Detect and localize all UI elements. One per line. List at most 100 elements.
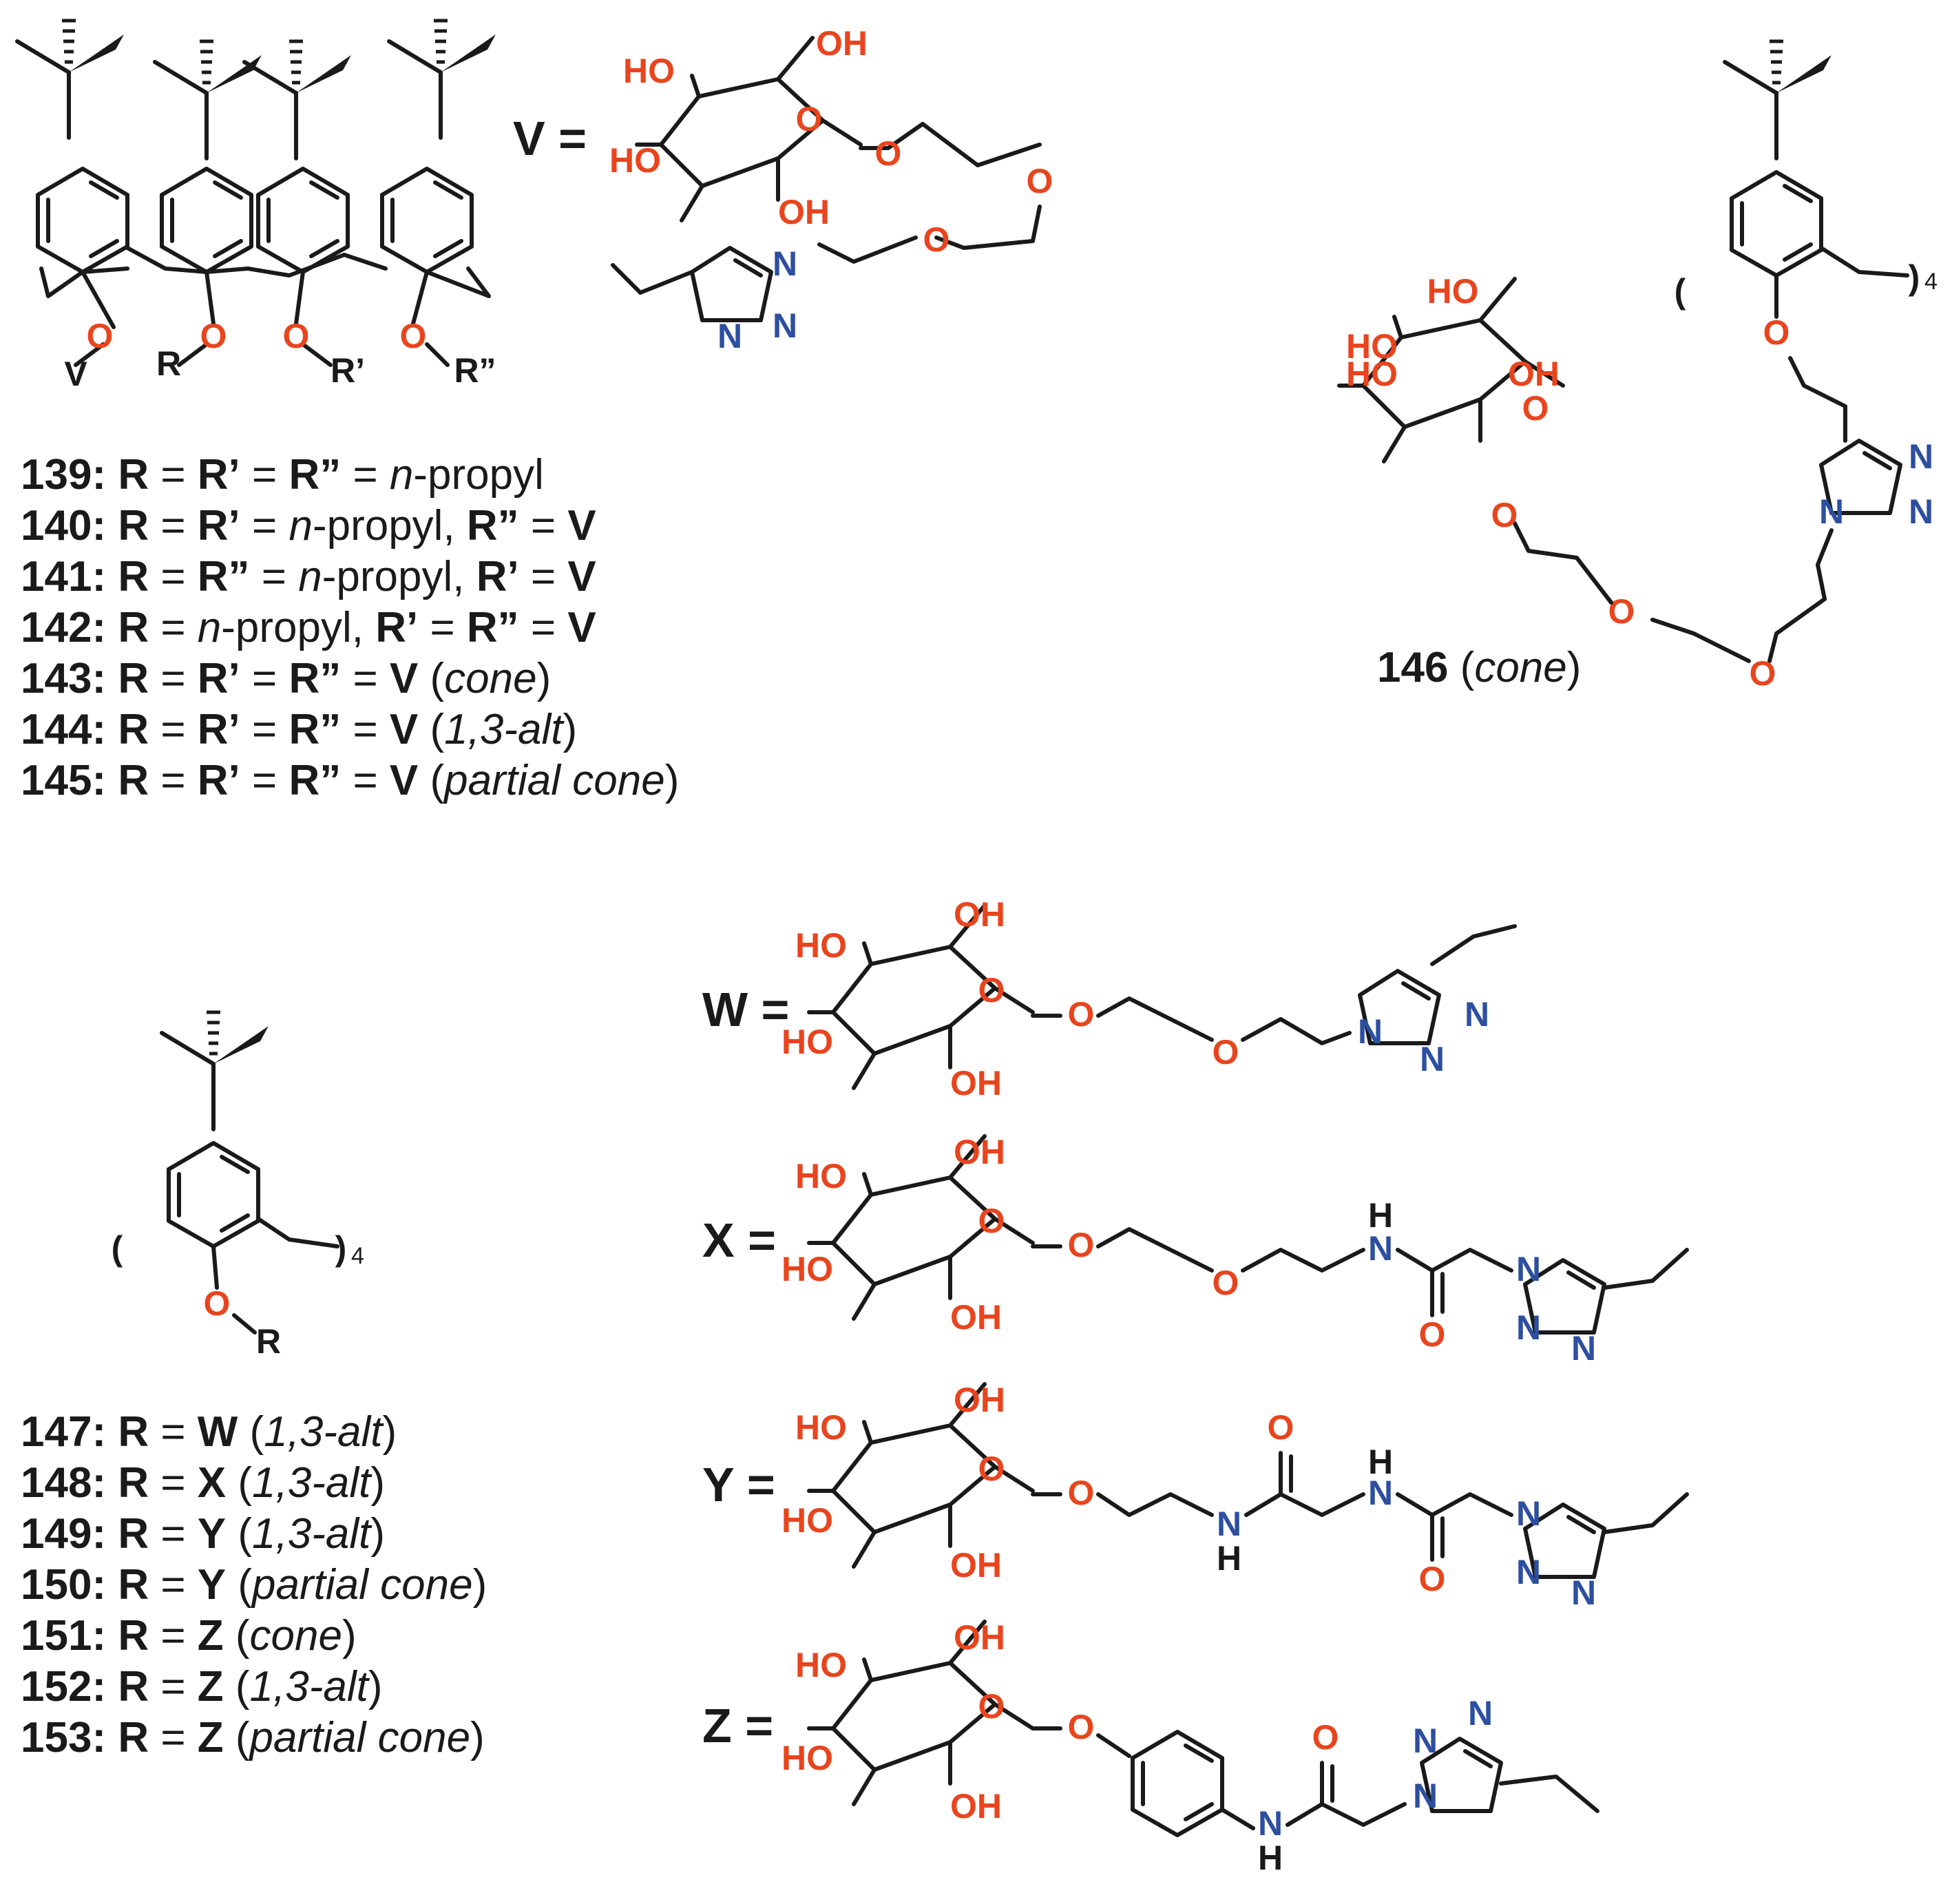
hydroxyl-group: HO [609, 141, 661, 180]
substituent-v: V [64, 355, 87, 393]
hydroxyl-group: OH [954, 1381, 1005, 1419]
hydroxyl-group: HO [781, 1739, 833, 1777]
linker-w-definition: W = HO OH HO OH O O O N N N [702, 895, 1517, 1102]
compound-number: 147: [21, 1408, 118, 1456]
amide-nitrogen: N [1368, 1229, 1393, 1268]
amide-hydrogen: H [1368, 1443, 1393, 1481]
compound-number: 140: [21, 502, 118, 550]
repeat-bracket: ( [112, 1229, 123, 1268]
triazole-nitrogen: N [1420, 1040, 1445, 1078]
ether-oxygen: O [1491, 496, 1518, 534]
substituent-symbol: V [390, 655, 418, 702]
hydroxyl-group: OH [950, 1787, 1002, 1825]
italic-term: partial cone [251, 1561, 473, 1609]
definition-text: = [240, 706, 289, 753]
definition-text: = [149, 757, 198, 804]
hydroxyl-group: HO [623, 52, 675, 90]
definition-text: = [149, 604, 198, 651]
ether-oxygen: O [1750, 654, 1776, 693]
linker-x-definition: X = HO OH HO OH O O O N H O N N N [702, 1133, 1689, 1368]
ring-oxygen: O [796, 100, 823, 138]
triazole-nitrogen: N [1468, 1694, 1493, 1733]
hydroxyl-group: HO [1346, 327, 1398, 366]
ether-oxygen: O [1213, 1033, 1239, 1071]
compound-number: 149: [21, 1510, 118, 1558]
definition-text: = [341, 655, 390, 702]
substituent-symbol: R [118, 502, 149, 550]
compound-number: 144: [21, 706, 118, 753]
definition-text: ) [537, 655, 552, 702]
substituent-symbol: R” [288, 757, 341, 804]
substituent-symbol: R [118, 1663, 149, 1711]
italic-term: cone [444, 655, 536, 702]
repeat-bracket: ) [1909, 258, 1920, 297]
compound-definition-line: 145: R = R’ = R” = V (partial cone) [21, 757, 679, 804]
triazole-nitrogen: N [1516, 1553, 1541, 1591]
italic-term: n [298, 553, 322, 600]
compound-definition-line: 151: R = Z (cone) [21, 1612, 357, 1660]
ether-oxygen: O [1027, 162, 1053, 200]
linker-v-definition: V = HO OH HO OH O O O O N N N [513, 24, 1053, 355]
compound-definition-line: 152: R = Z (1,3-alt) [21, 1663, 383, 1711]
italic-term: n [390, 451, 413, 499]
definition-text: = [250, 553, 299, 600]
substituent-symbol: R’ [198, 502, 240, 550]
definition-text: ( [418, 655, 444, 702]
substituent-symbol: R [118, 1714, 149, 1761]
compound-definition-line: 141: R = R” = n-propyl, R’ = V [21, 553, 596, 600]
substituent-symbol: R” [467, 604, 519, 651]
definition-text: ) [370, 1459, 385, 1507]
triazole-nitrogen: N [773, 306, 797, 345]
compound-definition-line: 153: R = Z (partial cone) [21, 1714, 485, 1761]
triazole-nitrogen: N [1819, 492, 1844, 531]
definition-text: ) [370, 1510, 385, 1558]
definition-text: = [341, 451, 390, 499]
triazole-nitrogen: N [1571, 1329, 1596, 1368]
compound-146-structure: ( ) 4 O N N N O O O HO HO HO OH O 146 (c… [1339, 41, 1938, 693]
linker-z-label: Z = [702, 1699, 773, 1753]
ring-oxygen: O [978, 1202, 1005, 1240]
substituent-r: R [156, 344, 181, 383]
carbonyl-oxygen: O [1419, 1560, 1446, 1598]
compound-definition-line: 150: R = Y (partial cone) [21, 1561, 487, 1609]
definition-text: ) [563, 706, 577, 753]
definition-text: -propyl, [221, 604, 375, 651]
compound-definition-line: 148: R = X (1,3-alt) [21, 1459, 385, 1507]
substituent-symbol: V [567, 604, 596, 651]
linker-z-definition: Z = HO OH HO OH O O N H O N N N [702, 1618, 1599, 1877]
ether-oxygen: O [204, 1284, 231, 1323]
triazole-nitrogen: N [1413, 1722, 1438, 1760]
definition-text: = [149, 553, 198, 600]
italic-term: partial cone [443, 757, 665, 804]
conformation: cone [1474, 644, 1566, 691]
compound-definition-line: 149: R = Y (1,3-alt) [21, 1510, 385, 1558]
oxygen-atom: O [200, 317, 227, 355]
definition-text: ) [383, 1408, 397, 1456]
amide-hydrogen: H [1258, 1839, 1283, 1877]
hydroxyl-group: OH [954, 1618, 1005, 1657]
compound-number: 150: [21, 1561, 118, 1609]
calixarene-bottom-structure: ( ) 4 O R [112, 1012, 364, 1361]
substituent-r-double-prime: R” [454, 351, 496, 390]
definition-text: -propyl [413, 451, 544, 499]
definition-text: = [240, 451, 289, 499]
amide-nitrogen: N [1258, 1804, 1283, 1843]
substituent-symbol: R [118, 1459, 149, 1507]
compound-definition-line: 144: R = R’ = R” = V (1,3-alt) [21, 706, 577, 753]
substituent-symbol: R’ [198, 757, 240, 804]
amide-hydrogen: H [1217, 1539, 1241, 1578]
linker-x-label: X = [702, 1213, 776, 1267]
definition-text: ) [342, 1612, 357, 1660]
substituent-symbol: R” [288, 706, 341, 753]
substituent-symbol: R [118, 604, 149, 651]
substituent-symbol: R” [198, 553, 250, 600]
hydroxyl-group: OH [1508, 355, 1560, 393]
substituent-r: R [256, 1322, 281, 1361]
definition-text: ) [665, 757, 680, 804]
ether-oxygen: O [1763, 313, 1790, 352]
compound-number: 153: [21, 1714, 118, 1761]
definition-text: ( [226, 1561, 252, 1609]
italic-term: 1,3-alt [252, 1459, 372, 1507]
definition-text: ( [418, 706, 444, 753]
hydroxyl-group: HO [781, 1501, 833, 1540]
